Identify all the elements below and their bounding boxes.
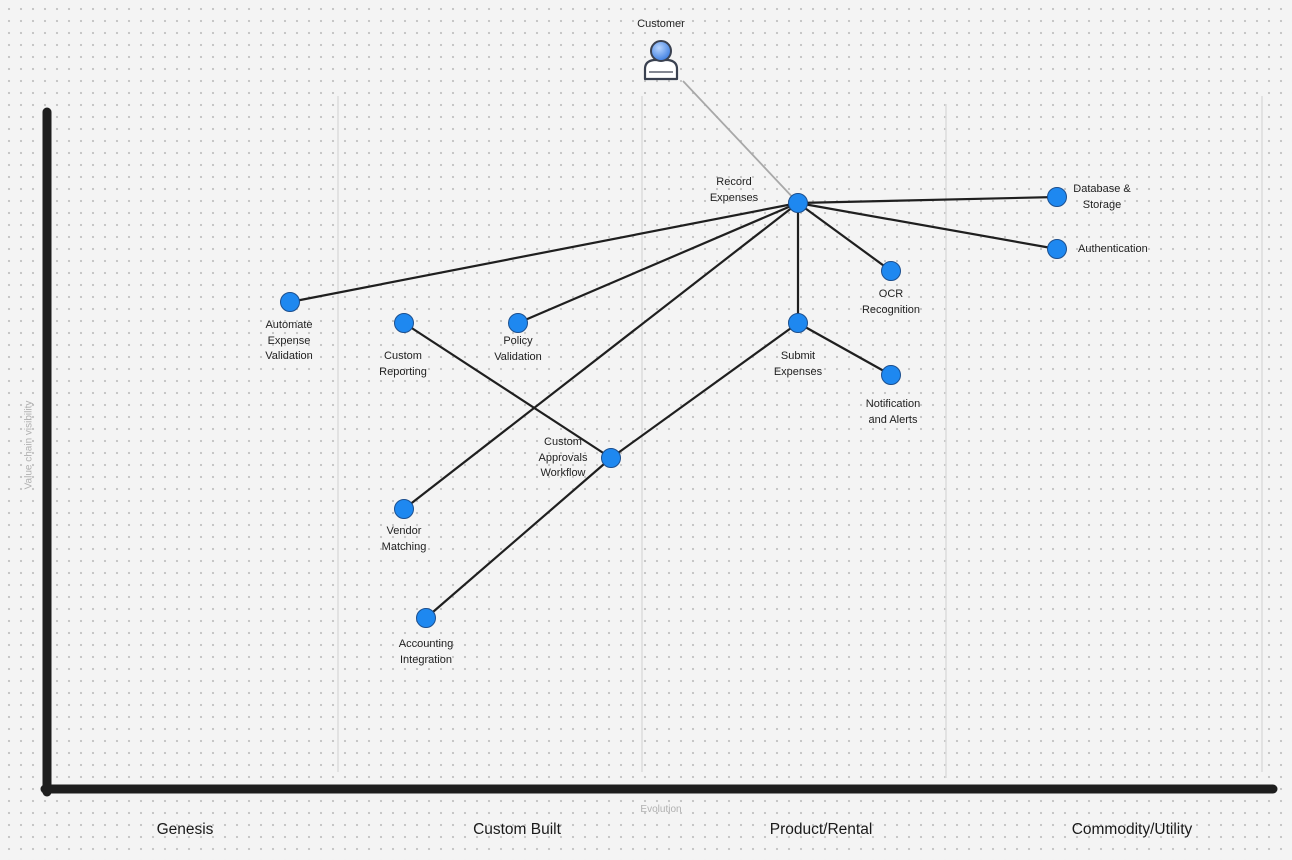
- link-record-expenses-to-ocr-recognition: [797, 202, 892, 272]
- component-authentication[interactable]: [1047, 239, 1067, 259]
- custom-approvals-workflow-label: Custom Approvals Workflow: [538, 436, 588, 479]
- authentication-label: Authentication: [1078, 243, 1148, 255]
- component-custom-approvals-workflow[interactable]: [601, 448, 621, 468]
- component-submit-expenses[interactable]: [788, 313, 808, 333]
- accounting-integration-label: Accounting Integration: [398, 638, 454, 666]
- notification-alerts-label: Notification and Alerts: [865, 398, 921, 426]
- component-automate-expense-validation[interactable]: [280, 292, 300, 312]
- link-record-expenses-to-policy-validation: [517, 201, 799, 325]
- link-submit-expenses-to-custom-approvals-workflow: [610, 322, 799, 459]
- x-axis-title: Evolution: [640, 804, 682, 815]
- component-accounting-integration[interactable]: [416, 608, 436, 628]
- link-record-expenses-to-automate-expense-validation: [289, 201, 799, 304]
- dependency-links: [289, 80, 1058, 619]
- component-policy-validation[interactable]: [508, 313, 528, 333]
- user-label: Customer: [637, 18, 685, 30]
- link-record-expenses-to-vendor-matching: [403, 202, 799, 510]
- component-notification-alerts[interactable]: [881, 365, 901, 385]
- link-custom-reporting-to-custom-approvals-workflow: [403, 322, 612, 459]
- component-ocr-recognition[interactable]: [881, 261, 901, 281]
- component-record-expenses[interactable]: [788, 193, 808, 213]
- link-record-expenses-to-database-storage: [797, 195, 1058, 205]
- link-submit-expenses-to-notification-alerts: [797, 322, 892, 376]
- y-axis-title: Value chain visibility: [23, 400, 35, 490]
- link-user-to-record-expenses: [682, 80, 799, 204]
- record-expenses-label: Record Expenses: [709, 176, 759, 204]
- user-icon[interactable]: [643, 39, 679, 81]
- component-vendor-matching[interactable]: [394, 499, 414, 519]
- policy-validation-label: Policy Validation: [494, 335, 542, 363]
- vendor-matching-label: Vendor Matching: [381, 525, 427, 553]
- component-custom-reporting[interactable]: [394, 313, 414, 333]
- stage-custom-built: Custom Built: [473, 821, 561, 838]
- link-custom-approvals-workflow-to-accounting-integration: [425, 457, 612, 619]
- ocr-recognition-label: OCR Recognition: [861, 288, 921, 316]
- submit-expenses-label: Submit Expenses: [773, 350, 823, 378]
- link-record-expenses-to-authentication: [797, 201, 1058, 251]
- automate-expense-validation-label: Automate Expense Validation: [265, 319, 313, 362]
- stage-commodity-utility: Commodity/Utility: [1071, 821, 1193, 838]
- component-database-storage[interactable]: [1047, 187, 1067, 207]
- database-storage-label: Database & Storage: [1073, 183, 1131, 211]
- stage-genesis: Genesis: [156, 821, 214, 838]
- stage-product-rental: Product/Rental: [769, 821, 873, 838]
- custom-reporting-label: Custom Reporting: [379, 350, 427, 378]
